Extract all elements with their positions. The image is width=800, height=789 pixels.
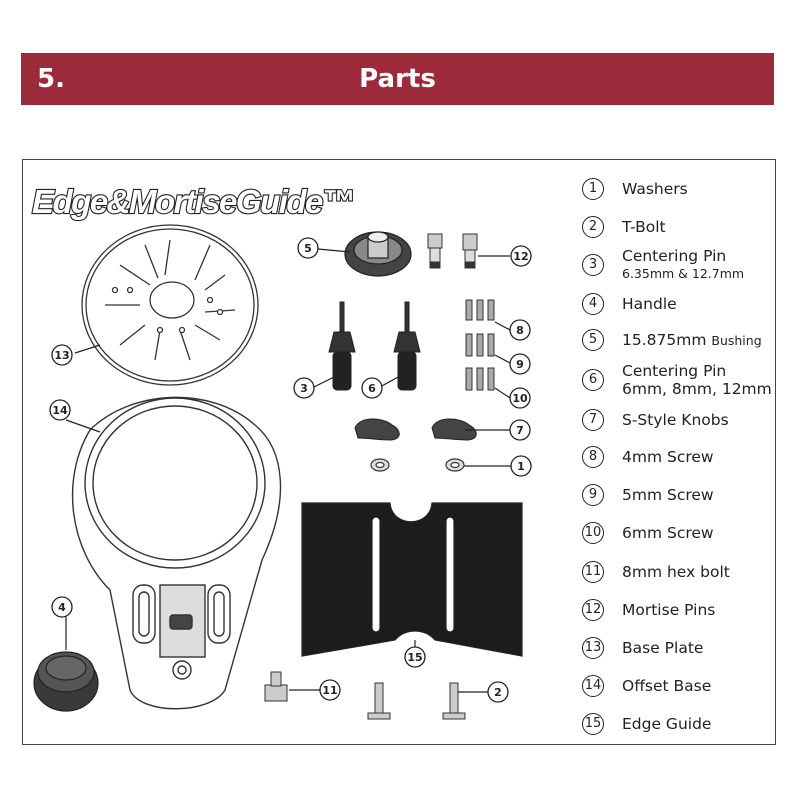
offset-base-drawing xyxy=(71,396,282,710)
legend-number: 7 xyxy=(582,409,604,431)
centering-pins-drawing xyxy=(328,301,421,391)
section-header: 5. Parts xyxy=(21,53,774,105)
hex-bolt-drawing xyxy=(264,671,288,702)
legend-label: Offset Base xyxy=(622,677,712,695)
legend-label: 8mm hex bolt xyxy=(622,563,730,581)
callout-11: 11 xyxy=(319,679,341,701)
legend-suffix: Bushing xyxy=(711,333,762,348)
legend-label: S-Style Knobs xyxy=(622,411,729,429)
svg-text:10: 10 xyxy=(512,392,528,405)
bushing-drawing xyxy=(344,231,412,277)
t-bolts-drawing xyxy=(367,682,466,720)
svg-text:11: 11 xyxy=(322,684,337,697)
legend-number: 10 xyxy=(582,522,604,544)
legend-label: 15.875mm xyxy=(622,331,707,349)
legend-label: 4mm Screw xyxy=(622,448,714,466)
svg-text:7: 7 xyxy=(516,424,524,437)
mortise-pins-drawing xyxy=(427,233,478,269)
callout-10: 10 xyxy=(509,387,531,409)
callout-2: 2 xyxy=(487,681,509,703)
legend-number: 4 xyxy=(582,293,604,315)
svg-text:6: 6 xyxy=(368,382,376,395)
callout-15: 15 xyxy=(404,646,426,668)
svg-text:2: 2 xyxy=(494,686,502,699)
legend-label: 5mm Screw xyxy=(622,486,714,504)
callout-6: 6 xyxy=(361,377,383,399)
edge-guide-drawing xyxy=(301,502,523,657)
svg-text:15: 15 xyxy=(407,651,422,664)
base-plate-drawing xyxy=(81,224,259,386)
svg-text:4: 4 xyxy=(58,601,66,614)
legend-detail: 6.35mm & 12.7mm xyxy=(622,266,745,281)
legend-number: 6 xyxy=(582,369,604,391)
parts-frame xyxy=(22,159,776,745)
svg-text:5: 5 xyxy=(304,242,312,255)
legend-label: Handle xyxy=(622,295,677,313)
svg-text:3: 3 xyxy=(300,382,308,395)
legend-label: Edge Guide xyxy=(622,715,712,733)
legend-number: 2 xyxy=(582,216,604,238)
legend-number: 8 xyxy=(582,446,604,468)
callout-4: 4 xyxy=(51,596,73,618)
knobs-drawing xyxy=(354,418,477,441)
svg-text:8: 8 xyxy=(516,324,524,337)
callout-14: 14 xyxy=(49,399,71,421)
callout-12: 12 xyxy=(510,245,532,267)
legend-number: 5 xyxy=(582,329,604,351)
svg-text:9: 9 xyxy=(516,358,524,371)
legend-label: T-Bolt xyxy=(622,218,666,236)
washers-drawing xyxy=(370,458,465,472)
legend-label: Base Plate xyxy=(622,639,704,657)
callout-9: 9 xyxy=(509,353,531,375)
legend-detail: 6mm, 8mm, 12mm xyxy=(622,380,772,398)
callout-1: 1 xyxy=(510,455,532,477)
callout-7: 7 xyxy=(509,419,531,441)
product-logo: Edge&MortiseGuide™ xyxy=(32,183,353,220)
legend-label: 6mm Screw xyxy=(622,524,714,542)
legend-label: Washers xyxy=(622,180,688,198)
leader-lines xyxy=(65,248,512,693)
legend-number: 15 xyxy=(582,713,604,735)
legend-number: 9 xyxy=(582,484,604,506)
legend-number: 13 xyxy=(582,637,604,659)
callout-8: 8 xyxy=(509,319,531,341)
legend-number: 14 xyxy=(582,675,604,697)
callout-5: 5 xyxy=(297,237,319,259)
legend-label: Centering Pin xyxy=(622,362,727,380)
callout-13: 13 xyxy=(51,344,73,366)
callout-3: 3 xyxy=(293,377,315,399)
legend-label: Mortise Pins xyxy=(622,601,716,619)
legend-number: 11 xyxy=(582,561,604,583)
svg-text:12: 12 xyxy=(513,250,528,263)
screws-drawing xyxy=(465,299,495,391)
svg-text:14: 14 xyxy=(52,404,68,417)
svg-text:1: 1 xyxy=(517,460,525,473)
legend-number: 3 xyxy=(582,254,604,276)
legend-number: 12 xyxy=(582,599,604,621)
handle-drawing xyxy=(33,651,99,712)
section-number: 5. xyxy=(37,64,65,94)
section-title: Parts xyxy=(359,64,436,94)
callout-circles: 5 12 8 9 10 3 6 7 1 14 13 4 11 2 15 xyxy=(49,237,532,703)
legend-label: Centering Pin xyxy=(622,247,727,265)
svg-text:13: 13 xyxy=(54,349,69,362)
legend-number: 1 xyxy=(582,178,604,200)
